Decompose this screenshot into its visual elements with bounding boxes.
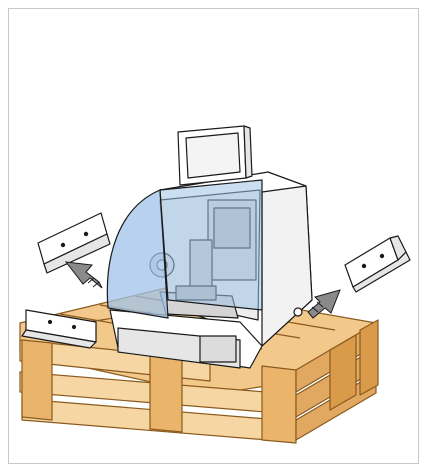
transparent-safety-shield-icon	[160, 180, 262, 310]
removal-arrow-icon	[66, 262, 102, 288]
transparent-safety-shield-icon	[107, 190, 168, 318]
shipping-bracket-icon	[345, 236, 410, 292]
display-screen-icon	[178, 126, 252, 185]
